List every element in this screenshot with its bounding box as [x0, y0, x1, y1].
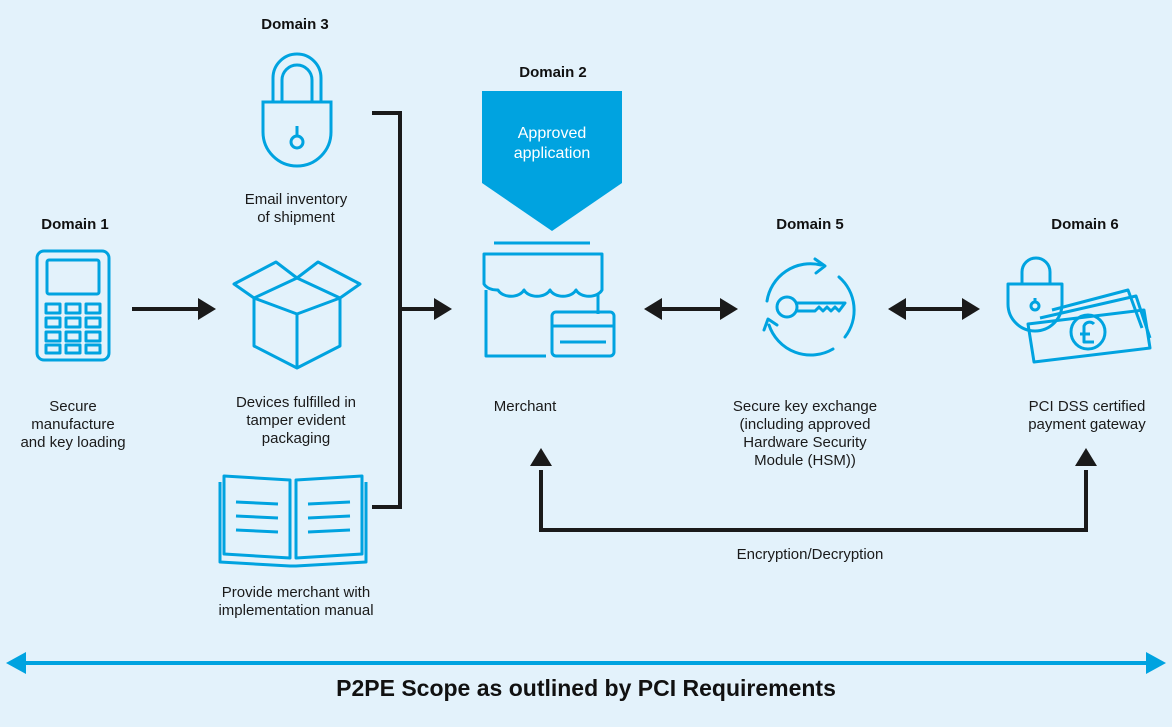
scope-line	[6, 652, 1166, 674]
open-book-icon	[218, 474, 368, 568]
approved-application-banner	[482, 91, 622, 231]
caption-secure-manufacture: Secure manufacture and key loading	[20, 398, 126, 451]
caption-key-exchange: Secure key exchange (including approved …	[732, 398, 878, 469]
caption-merchant: Merchant	[493, 398, 557, 415]
caption-devices-fulfilled: Devices fulfilled in tamper evident pack…	[235, 394, 357, 447]
key-exchange-icon	[762, 257, 856, 357]
domain-2-label: Domain 2	[519, 64, 587, 81]
caption-email-inventory: Email inventory of shipment	[244, 191, 348, 226]
arrow-merchant-key	[644, 298, 738, 320]
padlock-icon	[261, 52, 333, 168]
padlock-money-icon	[1006, 256, 1152, 364]
approved-application-label: Approved application	[513, 125, 591, 162]
arrow-key-gateway	[888, 298, 980, 320]
caption-gateway: PCI DSS certified payment gateway	[1028, 398, 1146, 433]
arrow-bracket-to-merchant	[400, 298, 452, 320]
caption-encryption: Encryption/Decryption	[736, 546, 884, 563]
domain-3-label: Domain 3	[261, 16, 329, 33]
encryption-loop	[530, 448, 1097, 532]
box-icon	[232, 260, 362, 370]
payment-terminal-icon	[35, 249, 111, 362]
arrow-d1-to-d3	[132, 298, 216, 320]
domain-6-label: Domain 6	[1051, 216, 1119, 233]
storefront-card-icon	[482, 241, 616, 358]
domain-1-label: Domain 1	[41, 216, 109, 233]
domain-5-label: Domain 5	[776, 216, 844, 233]
caption-provide-manual: Provide merchant with implementation man…	[218, 584, 374, 619]
scope-title: P2PE Scope as outlined by PCI Requiremen…	[336, 675, 836, 701]
